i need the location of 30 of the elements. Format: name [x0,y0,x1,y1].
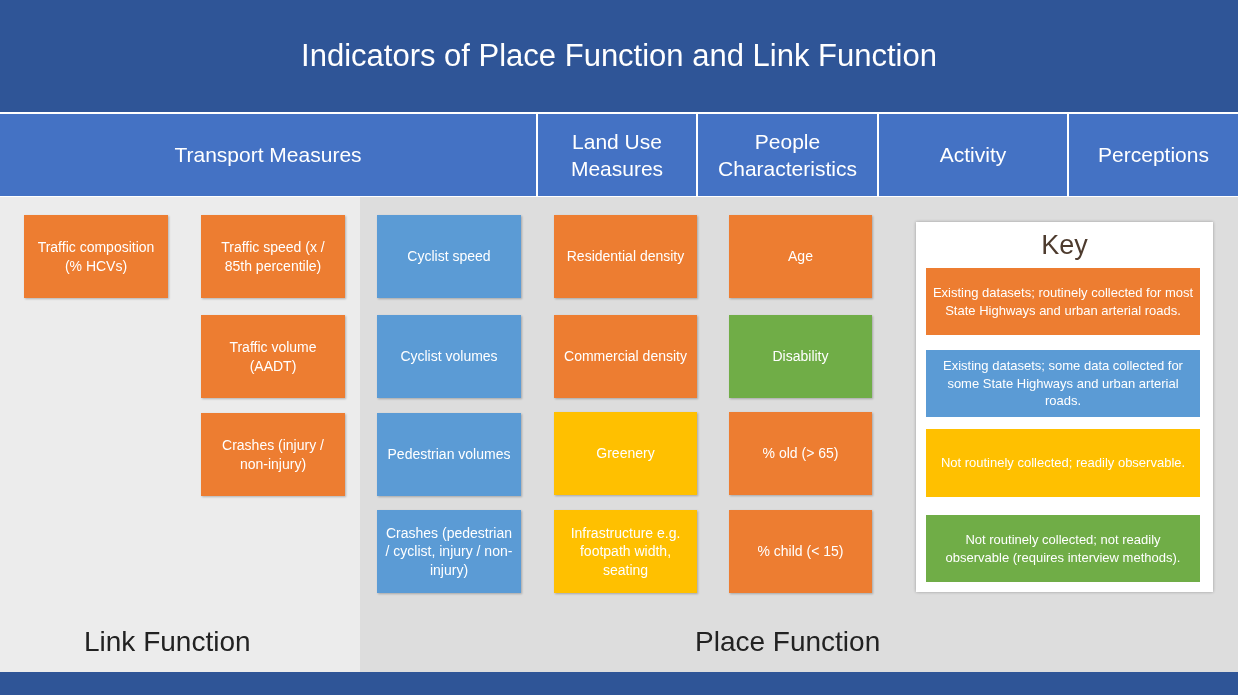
column-header: Perceptions [1069,114,1238,196]
indicator-box: Greenery [554,412,697,495]
legend-item: Not routinely collected; not readily observable (requires interview methods). [926,515,1200,582]
panel-heading: Link Function [84,626,251,658]
indicator-box: Traffic speed (x / 85th percentile) [201,215,345,298]
indicator-box: % child (< 15) [729,510,872,593]
legend-item: Not routinely collected; readily observable. [926,429,1200,497]
indicator-box: Pedestrian volumes [377,413,521,496]
column-header: Activity [879,114,1067,196]
column-header: People Characteristics [698,114,877,196]
column-header: Transport Measures [0,114,536,196]
indicator-box: Traffic composition (% HCVs) [24,215,168,298]
indicator-box: Age [729,215,872,298]
indicator-box: Cyclist speed [377,215,521,298]
indicator-box: Commercial density [554,315,697,398]
indicator-box: Disability [729,315,872,398]
legend-heading: Key [1040,230,1089,261]
legend-item: Existing datasets; routinely collected for most State Highways and urban arterial roads. [926,268,1200,335]
panel-heading: Place Function [695,626,881,658]
legend-item: Existing datasets; some data collected for some State Highways and urban arterial roads. [926,350,1200,417]
panel-background [0,197,360,672]
indicator-box: Infrastructure e.g. footpath width, seating [554,510,697,593]
indicator-box: % old (> 65) [729,412,872,495]
indicator-box: Crashes (injury / non-injury) [201,413,345,496]
title: Indicators of Place Function and Link Function [0,0,1238,112]
indicator-box: Traffic volume (AADT) [201,315,345,398]
indicator-box: Crashes (pedestrian / cyclist, injury / non-injury) [377,510,521,593]
indicator-box: Residential density [554,215,697,298]
indicator-box: Cyclist volumes [377,315,521,398]
column-header: Land Use Measures [538,114,696,196]
